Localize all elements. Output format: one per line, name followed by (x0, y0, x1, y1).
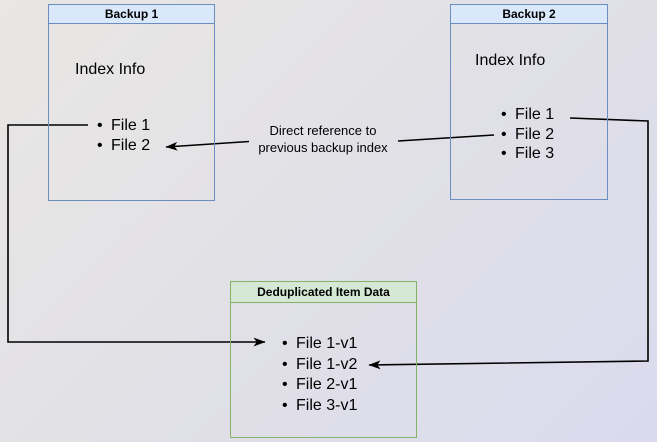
backup1-title: Backup 1 (49, 5, 214, 24)
deduplicated-item-data-box: Deduplicated Item Data File 1-v1 File 1-… (230, 281, 417, 438)
backup1-file-list: File 1 File 2 (97, 116, 150, 156)
dedup-file-list: File 1-v1 File 1-v2 File 2-v1 File 3-v1 (282, 334, 357, 417)
list-item: File 1-v1 (282, 334, 357, 355)
list-item: File 2 (501, 125, 554, 145)
list-item: File 2-v1 (282, 375, 357, 396)
direct-reference-line2: previous backup index (258, 139, 388, 155)
backup2-index-info-label: Index Info (475, 52, 546, 69)
list-item: File 3 (501, 144, 554, 164)
list-item: File 3-v1 (282, 396, 357, 417)
direct-reference-line1: Direct reference to (269, 123, 377, 138)
backup2-box: Backup 2 Index Info File 1 File 2 File 3 (450, 4, 608, 200)
list-item: File 1 (97, 116, 150, 136)
list-item: File 2 (97, 136, 150, 156)
list-item: File 1 (501, 105, 554, 125)
backup2-title: Backup 2 (451, 5, 607, 24)
direct-reference-label: Direct reference to previous backup inde… (243, 123, 403, 156)
backup2-file-list: File 1 File 2 File 3 (501, 105, 554, 164)
backup1-index-info-label: Index Info (75, 61, 146, 78)
backup1-box: Backup 1 Index Info File 1 File 2 (48, 4, 215, 201)
dedup-title: Deduplicated Item Data (231, 282, 416, 303)
list-item: File 1-v2 (282, 355, 357, 376)
